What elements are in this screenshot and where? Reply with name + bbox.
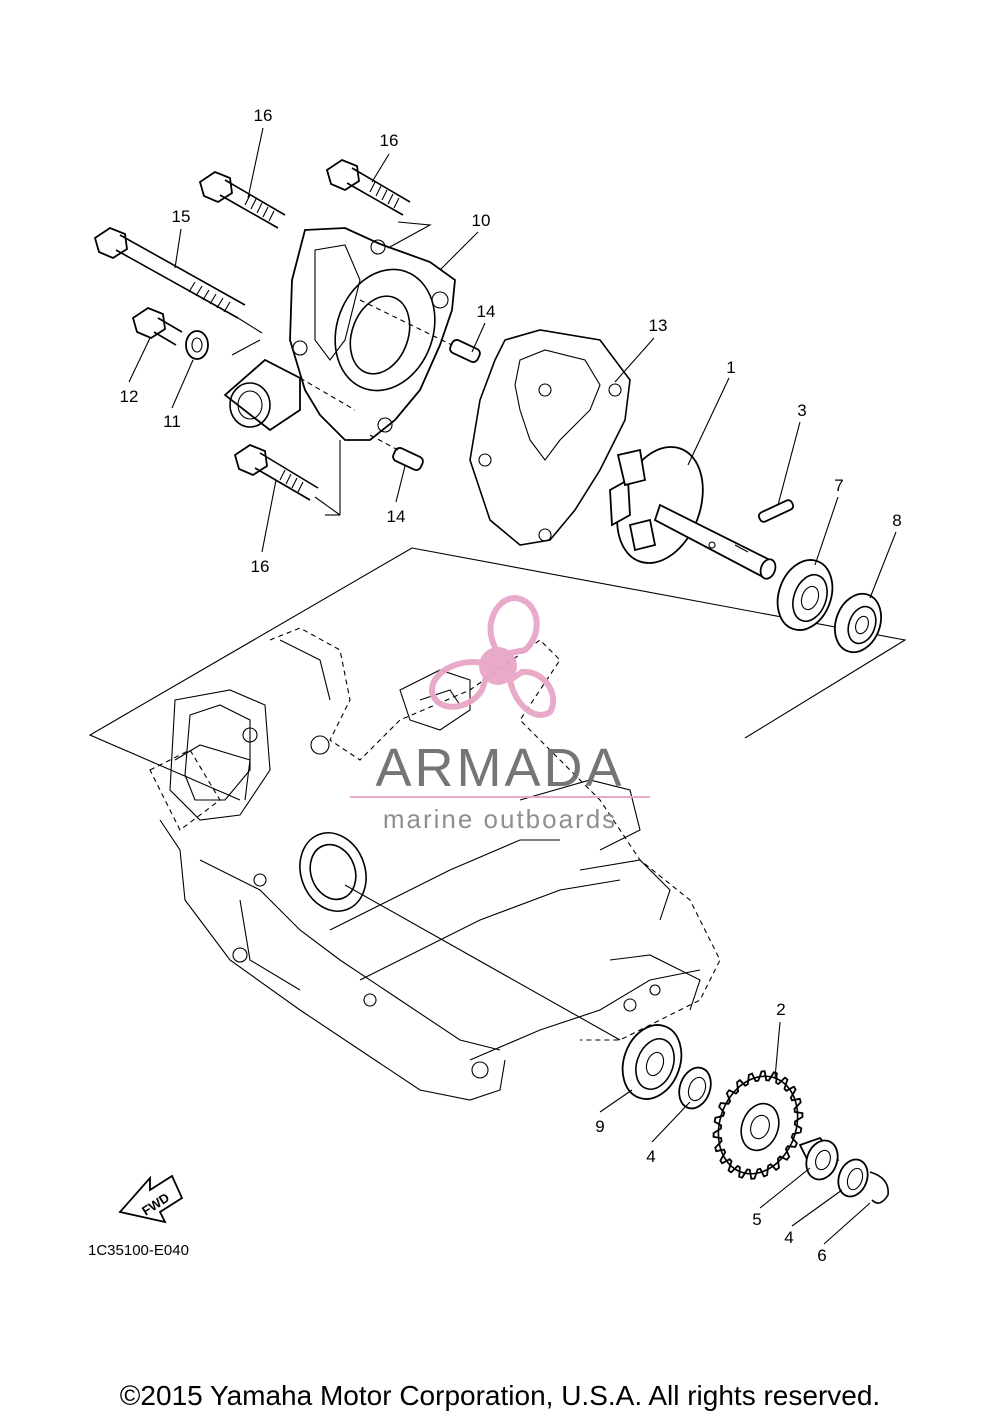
fwd-arrow-icon: FWD (118, 1174, 184, 1224)
callout-2: 2 (776, 1000, 785, 1019)
pump-cover (223, 221, 456, 516)
propeller-logo-icon (429, 594, 557, 718)
callout-14-upper: 14 (477, 302, 496, 321)
leader-lines (128, 127, 897, 1245)
watermark-tagline: marine outboards (383, 804, 617, 834)
callout-10: 10 (472, 211, 491, 230)
copyright-notice: ©2015 Yamaha Motor Corporation, U.S.A. A… (119, 1380, 881, 1411)
dowel-pins (359, 299, 481, 471)
callout-12: 12 (120, 387, 139, 406)
callout-16-upper-left: 16 (254, 106, 273, 125)
watermark: ARMADA marine outboards (350, 594, 650, 834)
washer-4-upper (678, 1066, 712, 1110)
washer-11 (185, 330, 209, 360)
callout-4-lower: 4 (784, 1228, 793, 1247)
drawing-code: 1C35100-E040 (88, 1242, 189, 1259)
callout-16-lower: 16 (251, 557, 270, 576)
crankcase-outline (88, 547, 907, 1101)
callout-3: 3 (797, 401, 806, 420)
callout-1: 1 (726, 358, 735, 377)
impeller-shaft (609, 446, 777, 580)
callout-5: 5 (752, 1210, 761, 1229)
callout-4-upper: 4 (646, 1147, 655, 1166)
callout-16-upper-right: 16 (380, 131, 399, 150)
pin-3 (757, 499, 795, 523)
collar-5 (798, 1136, 840, 1181)
callout-labels: 16 16 15 10 14 13 12 11 1 3 7 8 14 16 2 … (120, 106, 902, 1265)
watermark-brand: ARMADA (375, 738, 624, 798)
bearing-9 (621, 1024, 683, 1100)
callout-8: 8 (892, 511, 901, 530)
bolts (93, 158, 411, 516)
callout-13: 13 (649, 316, 668, 335)
gasket (469, 329, 631, 546)
callout-6: 6 (817, 1246, 826, 1265)
oil-seal-8 (834, 592, 882, 654)
callout-9: 9 (595, 1117, 604, 1136)
washer-4-lower (837, 1158, 869, 1198)
oil-seal-7 (776, 559, 834, 631)
callout-11: 11 (163, 412, 181, 431)
circlip-6 (869, 1171, 889, 1204)
callout-15: 15 (172, 207, 191, 226)
gear-2 (712, 1070, 804, 1180)
callout-7: 7 (834, 476, 843, 495)
callout-14-lower: 14 (387, 507, 406, 526)
